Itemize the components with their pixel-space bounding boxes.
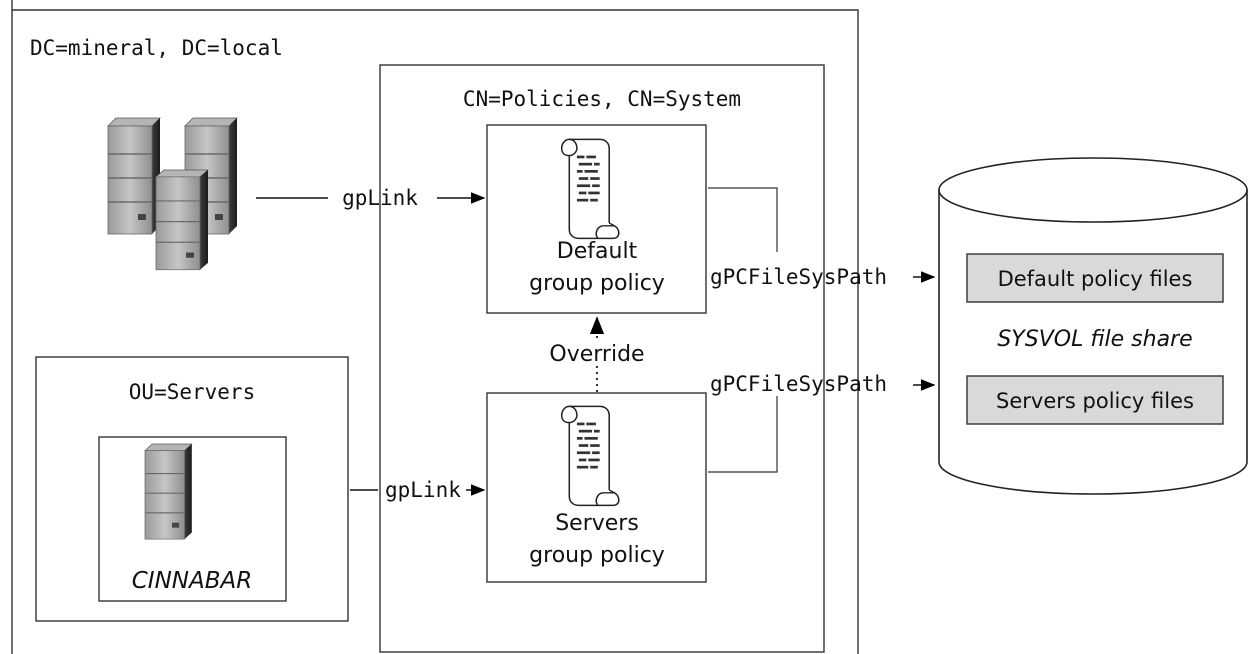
computer-name: CINNABAR xyxy=(132,568,252,594)
ou-label: OU=Servers xyxy=(129,380,255,404)
sysvol-cylinder: Default policy files SYSVOL file share S… xyxy=(938,157,1248,495)
domain-gplink: gpLink xyxy=(256,186,486,210)
servers-policy-files-box xyxy=(966,375,1224,425)
gpo-default-name-line2: group policy xyxy=(529,271,665,296)
default-policy-files-box xyxy=(966,253,1224,303)
policies-container: CN=Policies, CN=System xyxy=(379,64,825,653)
server-tower-icon xyxy=(144,443,193,540)
ou-gplink: gpLink xyxy=(350,478,486,502)
computer-box xyxy=(98,436,287,602)
server-cluster-icon xyxy=(107,117,238,271)
override-label: Override xyxy=(549,342,644,367)
default-policy-files-label: Default policy files xyxy=(998,267,1193,291)
gpo-servers-name-line2: group policy xyxy=(529,543,665,568)
domain-gplink-label: gpLink xyxy=(342,186,418,210)
default-filesys-link: gPCFileSysPath xyxy=(708,187,936,289)
override-link: Override xyxy=(549,316,645,392)
sysvol-label: SYSVOL file share xyxy=(997,327,1192,352)
domain-label: DC=mineral, DC=local xyxy=(30,36,283,60)
domain-container: DC=mineral, DC=local xyxy=(11,0,859,654)
gpo-default-name-line1: Default xyxy=(557,239,638,264)
gpo-default: Default group policy xyxy=(486,124,707,314)
policies-label: CN=Policies, CN=System xyxy=(463,87,741,111)
servers-filesys-link: gPCFileSysPath xyxy=(708,372,936,473)
gpo-servers-name-line1: Servers xyxy=(555,511,639,536)
servers-filesys-label: gPCFileSysPath xyxy=(710,372,887,396)
ou-gplink-label: gpLink xyxy=(385,478,461,502)
default-filesys-label: gPCFileSysPath xyxy=(710,265,887,289)
servers-policy-files-label: Servers policy files xyxy=(996,389,1194,413)
gpo-servers: Servers group policy xyxy=(486,392,707,583)
ou-container: OU=Servers CINNABAR xyxy=(35,356,349,622)
